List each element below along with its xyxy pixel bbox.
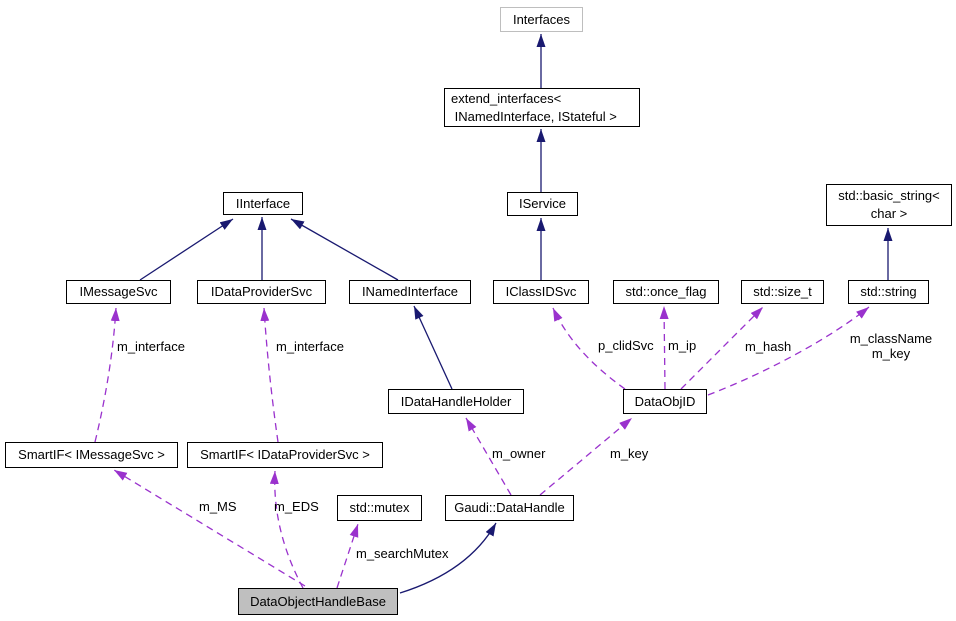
class-node-interfaces[interactable]: Interfaces: [500, 7, 583, 32]
class-node-idataprovidersvc[interactable]: IDataProviderSvc: [197, 280, 326, 304]
edge-usage-dataobjid-to-std-string: [707, 306, 870, 396]
edge-usage-dataobjid-to-std-size-t: [680, 306, 764, 390]
class-node-iinterface[interactable]: IInterface: [223, 192, 303, 215]
class-node-std-basic-string[interactable]: std::basic_string< char >: [826, 184, 952, 226]
class-node-idatahandleholder[interactable]: IDataHandleHolder: [388, 389, 524, 414]
edge-label-m_key: m_key: [610, 446, 649, 461]
class-node-dataobjid[interactable]: DataObjID: [623, 389, 707, 414]
class-node-std-size-t[interactable]: std::size_t: [741, 280, 824, 304]
edge-usage-dataobjecthandlebase-to-smartif-idataprovidersvc: [269, 470, 304, 589]
edge-usage-dataobjecthandlebase-to-std-mutex: [336, 523, 359, 589]
class-node-inamedinterface[interactable]: INamedInterface: [349, 280, 471, 304]
edge-inheritance-inamedinterface-to-iinterface: [290, 218, 399, 281]
class-node-std-string[interactable]: std::string: [848, 280, 929, 304]
edge-label-m_className: m_className m_key: [849, 331, 933, 361]
edge-inheritance-dataobjecthandlebase-to-gaudi-datahandle: [399, 522, 497, 594]
class-node-iservice[interactable]: IService: [507, 192, 578, 216]
edge-usage-smartif-imessagesvc-to-imessagesvc: [94, 307, 120, 443]
edge-inheritance-idatahandleholder-to-inamedinterface: [413, 305, 453, 390]
edge-label-m_ip: m_ip: [668, 338, 697, 353]
edge-usage-gaudi-datahandle-to-dataobjid: [539, 417, 633, 496]
class-node-smartif-idataprovidersvc[interactable]: SmartIF< IDataProviderSvc >: [187, 442, 383, 468]
class-node-extend-interfaces[interactable]: extend_interfaces< INamedInterface, ISta…: [444, 88, 640, 127]
edge-usage-dataobjid-to-iclassidsvc: [552, 307, 626, 390]
edge-label-m_searchMutex: m_searchMutex: [356, 546, 449, 561]
edge-usage-dataobjecthandlebase-to-smartif-imessagesvc: [113, 469, 306, 587]
edge-label-m_interface: m_interface: [276, 339, 344, 354]
class-node-smartif-imessagesvc[interactable]: SmartIF< IMessageSvc >: [5, 442, 178, 468]
class-node-dataobjecthandlebase: DataObjectHandleBase: [238, 588, 398, 615]
edge-inheritance-imessagesvc-to-iinterface: [139, 218, 234, 281]
edge-usage-smartif-idataprovidersvc-to-idataprovidersvc: [260, 307, 279, 443]
edge-label-m_EDS: m_EDS: [274, 499, 319, 514]
edge-label-m_owner: m_owner: [492, 446, 546, 461]
edge-label-m_hash: m_hash: [745, 339, 792, 354]
class-node-std-mutex[interactable]: std::mutex: [337, 495, 422, 521]
edge-label-m_interface: m_interface: [117, 339, 185, 354]
edge-label-m_MS: m_MS: [199, 499, 237, 514]
class-node-gaudi-datahandle[interactable]: Gaudi::DataHandle: [445, 495, 574, 521]
class-node-std-once-flag[interactable]: std::once_flag: [613, 280, 719, 304]
edge-usage-dataobjid-to-std-once-flag: [659, 305, 669, 390]
edge-usage-gaudi-datahandle-to-idatahandleholder: [465, 417, 512, 496]
class-node-imessagesvc[interactable]: IMessageSvc: [66, 280, 171, 304]
edge-label-p_clidSvc: p_clidSvc: [598, 338, 654, 353]
class-node-iclassidsvc[interactable]: IClassIDSvc: [493, 280, 589, 304]
